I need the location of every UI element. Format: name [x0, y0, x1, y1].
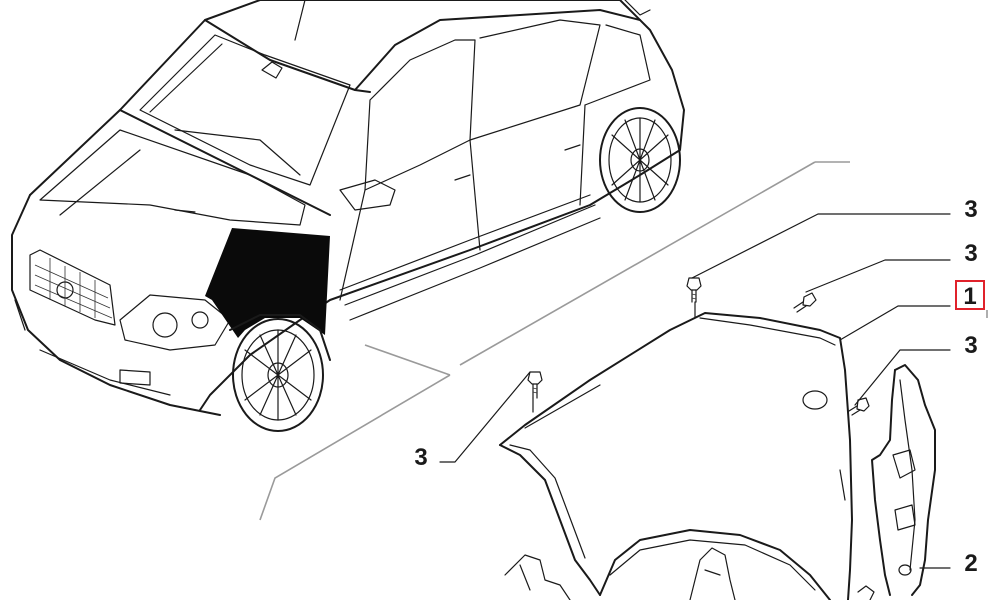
screw-upper-right: [793, 292, 817, 313]
callout-1-highlighted: 1: [955, 280, 985, 310]
screw-middle-right: [848, 397, 870, 416]
callout-3-upper-right: 3: [964, 240, 978, 267]
car-illustration: [11, 0, 685, 432]
leader-lines: [439, 213, 988, 569]
front-wheel: [229, 314, 331, 432]
callout-3-left: 3: [414, 444, 428, 471]
projection-lines: [259, 161, 850, 521]
highlighted-fender-area: [205, 228, 330, 338]
rear-wheel: [599, 107, 681, 213]
callout-2-bracket: 2: [964, 550, 978, 577]
callout-3-middle-right: 3: [964, 332, 978, 359]
screw-left: [527, 371, 543, 399]
bracket-part: [857, 364, 936, 600]
callout-3-top: 3: [964, 196, 978, 223]
screw-top: [686, 277, 702, 303]
fender-part: [499, 312, 853, 600]
